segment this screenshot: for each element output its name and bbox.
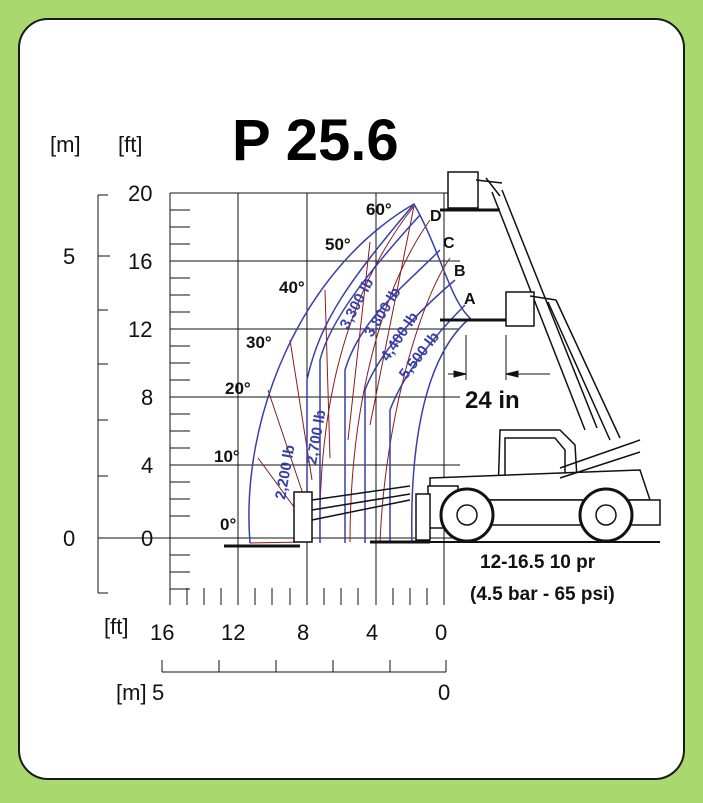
y-tick-ft-0: 0 bbox=[141, 526, 153, 551]
angle-label-60: 60° bbox=[366, 200, 392, 219]
angle-label-20: 20° bbox=[225, 379, 251, 398]
telehandler-illustration bbox=[224, 171, 661, 548]
x-tick-ft-4: 4 bbox=[366, 620, 378, 645]
tire-spec-line1: 12-16.5 10 pr bbox=[480, 552, 596, 573]
x-tick-m-5: 5 bbox=[152, 680, 164, 705]
angle-label-40: 40° bbox=[279, 278, 305, 297]
zone-label-c: C bbox=[443, 235, 455, 252]
x-tick-ft-16: 16 bbox=[150, 620, 174, 645]
zone-label-b: B bbox=[454, 263, 466, 280]
y-unit-m-label: [m] bbox=[50, 132, 81, 157]
x-unit-m-label: [m] bbox=[116, 680, 147, 705]
load-envelopes bbox=[248, 202, 472, 544]
y-tick-ft-8: 8 bbox=[141, 385, 153, 410]
y-unit-ft-label: [ft] bbox=[118, 132, 142, 157]
zone-label-a: A bbox=[464, 291, 476, 308]
y-tick-ft-4: 4 bbox=[141, 453, 153, 478]
angle-label-30: 30° bbox=[246, 333, 272, 352]
x-tick-ft-12: 12 bbox=[221, 620, 245, 645]
x-tick-ft-8: 8 bbox=[297, 620, 309, 645]
load-chart-card bbox=[18, 18, 685, 780]
y-tick-m-0: 0 bbox=[63, 526, 75, 551]
model-title: P 25.6 bbox=[232, 108, 399, 173]
x-tick-m-0: 0 bbox=[438, 680, 450, 705]
angle-label-10: 10° bbox=[214, 447, 240, 466]
y-tick-ft-20: 20 bbox=[128, 181, 152, 206]
x-ft-minor-ticks bbox=[186, 588, 428, 605]
y-tick-ft-12: 12 bbox=[128, 317, 152, 342]
y-ft-minor-ticks bbox=[170, 209, 190, 590]
angle-label-50: 50° bbox=[325, 235, 351, 254]
fork-offset-label: 24 in bbox=[465, 387, 520, 414]
x-m-axis bbox=[161, 660, 447, 673]
y-m-axis bbox=[97, 194, 110, 594]
angle-label-0: 0° bbox=[220, 515, 236, 534]
fork-offset-dimension bbox=[448, 335, 550, 380]
zone-label-d: D bbox=[430, 208, 442, 225]
y-tick-m-5: 5 bbox=[63, 244, 75, 269]
tire-spec-line2: (4.5 bar - 65 psi) bbox=[470, 584, 615, 605]
x-tick-ft-0: 0 bbox=[435, 620, 447, 645]
angle-lines bbox=[249, 205, 415, 544]
x-unit-ft-label: [ft] bbox=[104, 614, 128, 639]
y-tick-ft-16: 16 bbox=[128, 249, 152, 274]
